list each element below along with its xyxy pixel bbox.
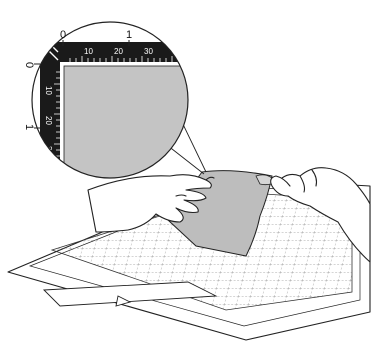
- ruler-left-major-1: 1: [23, 124, 35, 130]
- ruler-top-major-0: 0: [60, 29, 66, 41]
- ruler-top-label-20: 20: [114, 47, 123, 56]
- ruler-top-label-30: 30: [144, 47, 153, 56]
- ruler-top-major-1: 1: [126, 29, 132, 41]
- ruler-left-major-0: 0: [23, 62, 35, 68]
- ruler-top-label-10: 10: [84, 47, 93, 56]
- ruler-left-label-10: 10: [44, 86, 53, 95]
- ruler-left-label-20: 20: [44, 116, 53, 125]
